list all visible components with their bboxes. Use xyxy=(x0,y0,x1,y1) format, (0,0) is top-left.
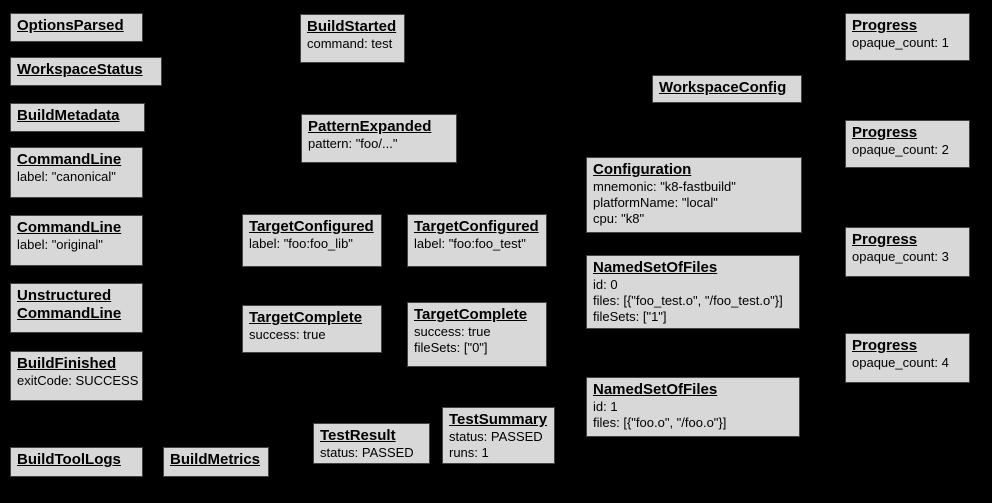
event-field: platformName: "local" xyxy=(593,195,718,210)
event-field: files: [{"foo_test.o", "/foo_test.o"}] xyxy=(593,293,783,308)
event-title: TestResult xyxy=(320,427,396,444)
event-box-workspace-config: WorkspaceConfig xyxy=(652,75,802,103)
event-field: files: [{"foo.o", "/foo.o"}] xyxy=(593,415,727,430)
event-field: exitCode: SUCCESS xyxy=(17,373,139,388)
event-title: PatternExpanded xyxy=(308,118,432,135)
event-title: BuildFinished xyxy=(17,355,117,372)
event-title: TargetComplete xyxy=(249,309,363,326)
event-field: runs: 1 xyxy=(449,445,489,460)
event-title: Progress xyxy=(852,337,918,354)
event-box-options-parsed: OptionsParsed xyxy=(10,13,143,42)
event-title: TargetComplete xyxy=(414,306,528,323)
event-title: NamedSetOfFiles xyxy=(593,259,718,276)
event-field: status: PASSED xyxy=(320,445,414,460)
event-box-build-metadata: BuildMetadata xyxy=(10,103,145,132)
event-field: pattern: "foo/..." xyxy=(308,136,398,151)
event-box-named-set-of-files-1: NamedSetOfFiles id: 1 files: [{"foo.o", … xyxy=(586,377,800,437)
event-box-test-result: TestResult status: PASSED xyxy=(313,423,430,464)
event-title: Progress xyxy=(852,124,918,141)
event-box-command-line-original: CommandLine label: "original" xyxy=(10,215,143,266)
event-title: TargetConfigured xyxy=(249,218,374,235)
event-box-build-started: BuildStarted command: test xyxy=(300,14,405,63)
event-box-named-set-of-files-0: NamedSetOfFiles id: 0 files: [{"foo_test… xyxy=(586,255,800,329)
event-box-pattern-expanded: PatternExpanded pattern: "foo/..." xyxy=(301,114,457,163)
event-box-progress-1: Progress opaque_count: 1 xyxy=(845,13,970,61)
event-box-target-complete-foo-test: TargetComplete success: true fileSets: [… xyxy=(407,302,547,367)
event-title: NamedSetOfFiles xyxy=(593,381,718,398)
event-field: id: 1 xyxy=(593,399,618,414)
event-title: Progress xyxy=(852,17,918,34)
event-field: label: "foo:foo_lib" xyxy=(249,236,353,251)
event-title: BuildToolLogs xyxy=(17,451,121,468)
event-title: BuildMetadata xyxy=(17,107,120,124)
event-box-build-metrics: BuildMetrics xyxy=(163,447,269,477)
event-field: label: "canonical" xyxy=(17,169,116,184)
event-title: Unstructured CommandLine xyxy=(17,287,122,322)
event-field: label: "foo:foo_test" xyxy=(414,236,526,251)
event-box-configuration: Configuration mnemonic: "k8-fastbuild" p… xyxy=(586,157,802,233)
event-field: opaque_count: 2 xyxy=(852,142,949,157)
event-title: TargetConfigured xyxy=(414,218,539,235)
event-title: OptionsParsed xyxy=(17,17,124,34)
event-field: command: test xyxy=(307,36,393,51)
event-title: CommandLine xyxy=(17,151,122,168)
event-title: WorkspaceConfig xyxy=(659,79,787,96)
event-field: opaque_count: 3 xyxy=(852,249,949,264)
event-field: opaque_count: 4 xyxy=(852,355,949,370)
event-title: TestSummary xyxy=(449,411,548,428)
event-box-progress-3: Progress opaque_count: 3 xyxy=(845,227,970,277)
event-box-build-tool-logs: BuildToolLogs xyxy=(10,447,143,477)
event-box-unstructured-command-line: Unstructured CommandLine xyxy=(10,283,143,333)
event-title: BuildMetrics xyxy=(170,451,261,468)
event-title: Progress xyxy=(852,231,918,248)
event-field: success: true xyxy=(414,324,491,339)
event-box-progress-4: Progress opaque_count: 4 xyxy=(845,333,970,383)
event-field: mnemonic: "k8-fastbuild" xyxy=(593,179,736,194)
event-box-target-configured-foo-test: TargetConfigured label: "foo:foo_test" xyxy=(407,214,547,267)
event-field: status: PASSED xyxy=(449,429,543,444)
event-title: CommandLine xyxy=(17,219,122,236)
event-title: BuildStarted xyxy=(307,18,397,35)
event-box-command-line-canonical: CommandLine label: "canonical" xyxy=(10,147,143,198)
event-field: fileSets: ["1"] xyxy=(593,309,667,324)
event-field: id: 0 xyxy=(593,277,618,292)
event-box-build-finished: BuildFinished exitCode: SUCCESS xyxy=(10,351,143,401)
event-title: Configuration xyxy=(593,161,692,178)
event-field: cpu: "k8" xyxy=(593,211,645,226)
event-box-target-configured-foo-lib: TargetConfigured label: "foo:foo_lib" xyxy=(242,214,382,267)
event-box-test-summary: TestSummary status: PASSED runs: 1 xyxy=(442,407,555,464)
event-field: opaque_count: 1 xyxy=(852,35,949,50)
event-field: fileSets: ["0"] xyxy=(414,340,488,355)
event-box-progress-2: Progress opaque_count: 2 xyxy=(845,120,970,168)
event-box-workspace-status: WorkspaceStatus xyxy=(10,57,162,86)
event-box-target-complete-foo-lib: TargetComplete success: true xyxy=(242,305,382,353)
event-field: success: true xyxy=(249,327,326,342)
event-title: WorkspaceStatus xyxy=(17,61,143,78)
event-field: label: "original" xyxy=(17,237,103,252)
